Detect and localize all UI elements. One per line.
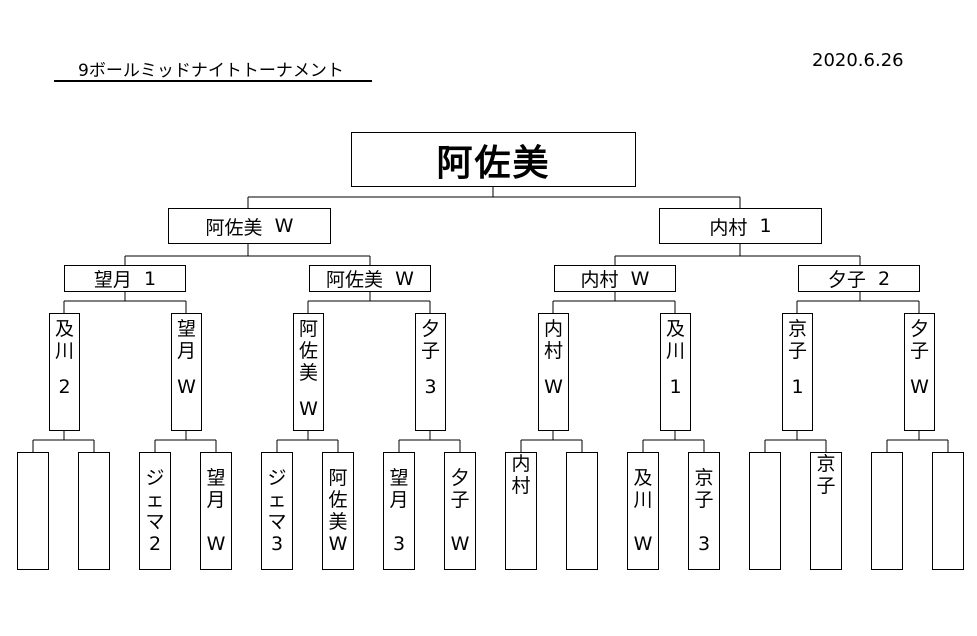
round1-box-6: 阿佐美 W (322, 452, 354, 570)
player-score: W (299, 398, 318, 420)
round2-box-6: 及川 1 (660, 313, 691, 431)
player-name: 内村 (511, 453, 531, 497)
player-name: 阿佐美 (298, 318, 318, 384)
round1-box-1 (17, 452, 49, 570)
round2-box-5: 内村 W (538, 313, 569, 431)
round1-box-9: 内村 (505, 452, 537, 570)
player-name: 内村 (543, 318, 563, 362)
player-score: 2 (148, 533, 162, 555)
player-score: W (274, 215, 294, 237)
player-name: 内村 (580, 269, 619, 291)
player-name: 内村 (709, 216, 748, 239)
player-name: 及川 (633, 467, 653, 511)
player-name: 阿佐美 (326, 269, 384, 291)
round2-box-8: 夕子 W (904, 313, 935, 431)
player-name: 夕子 (827, 269, 866, 291)
player-score: W (328, 533, 348, 555)
round1-box-13 (749, 452, 781, 570)
champion-box: 阿佐美 (351, 132, 636, 187)
round1-box-2 (78, 452, 110, 570)
player-score: 1 (669, 376, 682, 398)
round1-box-5: ジェマ 3 (261, 452, 293, 570)
player-score: 2 (878, 267, 891, 290)
quarterfinal-1: 望月 1 (64, 265, 186, 292)
round1-box-14: 京子 (810, 452, 842, 570)
player-name: ジェマ (145, 467, 165, 533)
tournament-title: 9ボールミッドナイトトーナメント (78, 61, 344, 81)
round1-box-8: 夕子 W (444, 452, 476, 570)
player-score: 2 (58, 376, 71, 398)
player-score: W (630, 267, 650, 290)
round1-box-12: 京子 3 (688, 452, 720, 570)
player-name: 夕子 (450, 467, 470, 511)
player-name: 望月 (176, 318, 196, 362)
semifinal-right: 内村 1 (659, 208, 822, 244)
player-score: W (450, 533, 470, 555)
semifinal-left: 阿佐美 W (168, 208, 331, 244)
player-name: 阿佐美 (205, 216, 263, 239)
player-score: W (395, 267, 414, 290)
round2-box-3: 阿佐美 W (293, 313, 324, 431)
round1-box-4: 望月 W (200, 452, 232, 570)
player-name: 望月 (206, 467, 226, 511)
player-score: W (206, 533, 226, 555)
player-name: 夕子 (909, 318, 929, 362)
tournament-date: 2020.6.26 (812, 50, 904, 71)
player-score: 3 (424, 376, 437, 398)
player-name: 夕子 (420, 318, 440, 362)
player-score: 1 (759, 215, 772, 237)
player-name: 京子 (694, 467, 714, 511)
round2-box-7: 京子 1 (782, 313, 813, 431)
player-score: W (910, 376, 929, 398)
round1-box-3: ジェマ 2 (139, 452, 171, 570)
player-score: W (633, 533, 653, 555)
player-score: 3 (270, 533, 284, 555)
player-name: 京子 (816, 453, 836, 497)
title-underline (54, 80, 372, 82)
player-name: 阿佐美 (328, 467, 348, 533)
player-score: W (544, 376, 563, 398)
player-name: 及川 (54, 318, 74, 362)
quarterfinal-2: 阿佐美 W (309, 265, 431, 292)
round1-box-15 (871, 452, 903, 570)
quarterfinal-4: 夕子 2 (798, 265, 920, 292)
round1-box-10 (566, 452, 598, 570)
player-name: 及川 (665, 318, 685, 362)
player-score: 1 (791, 376, 804, 398)
round2-box-1: 及川 2 (49, 313, 80, 431)
quarterfinal-3: 内村 W (554, 265, 676, 292)
round2-box-2: 望月 W (171, 313, 202, 431)
player-score: 1 (144, 267, 157, 290)
player-score: W (177, 376, 196, 398)
player-name: 望月 (93, 269, 132, 291)
player-score: 3 (392, 533, 406, 555)
player-name: 京子 (787, 318, 807, 362)
round1-box-11: 及川 W (627, 452, 659, 570)
round1-box-16 (932, 452, 964, 570)
player-name: ジェマ (267, 467, 287, 533)
round1-box-7: 望月 3 (383, 452, 415, 570)
player-score: 3 (697, 533, 711, 555)
player-name: 望月 (389, 467, 409, 511)
round2-box-4: 夕子 3 (415, 313, 446, 431)
